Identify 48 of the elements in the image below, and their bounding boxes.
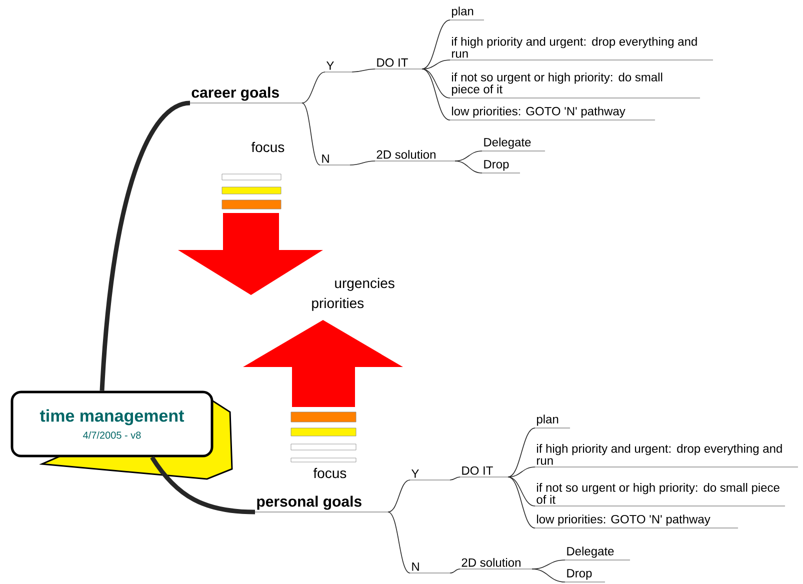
topic-text: if not so urgent or high priority: do small piece of it bbox=[450, 72, 700, 98]
connector bbox=[454, 160, 482, 174]
topic-text: DO IT bbox=[374, 58, 422, 70]
connector bbox=[150, 456, 256, 514]
topic-text: low priorities: GOTO 'N' pathway bbox=[450, 106, 656, 120]
connector bbox=[422, 68, 450, 98]
connector bbox=[350, 160, 376, 166]
connector bbox=[302, 102, 320, 166]
topic-text: Drop bbox=[482, 160, 520, 174]
connector bbox=[422, 68, 450, 120]
topic-text: N bbox=[410, 562, 450, 574]
topic-box: time management 4/7/2005 - v8 bbox=[10, 390, 233, 480]
topic-text: plan bbox=[534, 414, 570, 428]
topic-text: personal goals bbox=[254, 496, 388, 512]
topic-text: career goals bbox=[190, 86, 302, 104]
connector bbox=[508, 476, 536, 506]
connector bbox=[532, 568, 566, 582]
annotation-text: priorities bbox=[312, 298, 364, 311]
topic-text: 2D solution bbox=[374, 150, 456, 162]
topic-text: N bbox=[320, 154, 350, 166]
connector bbox=[450, 476, 460, 480]
topic-text: Y bbox=[410, 470, 450, 480]
connector bbox=[352, 68, 376, 72]
annotation-text: focus bbox=[251, 142, 284, 152]
connector bbox=[388, 512, 410, 574]
connector bbox=[454, 150, 482, 162]
connector bbox=[508, 466, 536, 478]
topic-text: if high priority and urgent: drop everything and run bbox=[534, 444, 798, 468]
topic-text: DO IT bbox=[460, 466, 508, 478]
topic-text: if high priority and urgent: drop everything and run bbox=[450, 37, 714, 60]
annotation-text: urgencies bbox=[335, 278, 394, 291]
topic-text: Drop bbox=[564, 569, 606, 582]
connector bbox=[388, 480, 410, 512]
annotation-text: focus bbox=[313, 468, 346, 478]
connector bbox=[422, 60, 450, 70]
connector bbox=[100, 100, 190, 391]
connector bbox=[422, 20, 450, 70]
connector bbox=[302, 72, 326, 104]
topic-text: Y bbox=[324, 62, 352, 72]
connector bbox=[450, 568, 460, 574]
topic-text: low priorities: GOTO 'N' pathway bbox=[534, 514, 738, 528]
topic-text: if not so urgent or high priority: do small piece of it bbox=[534, 483, 786, 506]
connector bbox=[508, 428, 536, 478]
topic-text: Delegate bbox=[564, 546, 630, 560]
connector bbox=[508, 476, 536, 528]
topic-text: plan bbox=[450, 6, 484, 20]
topic-text: Delegate bbox=[482, 138, 546, 152]
topic-text: 2D solution bbox=[460, 558, 532, 570]
